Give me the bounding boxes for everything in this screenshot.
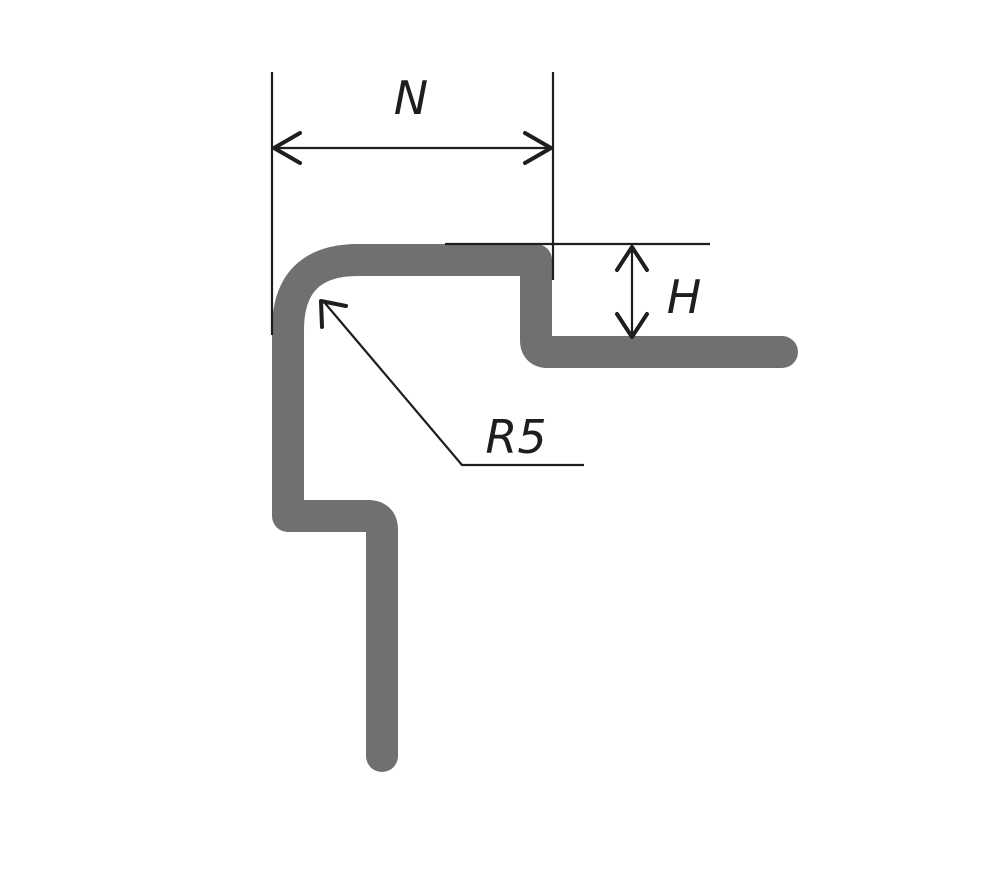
h-arrow-bottom-icon xyxy=(615,312,649,339)
radius-label: R5 xyxy=(485,410,546,464)
h-arrow-top-icon xyxy=(615,245,649,272)
radius-arrow-icon xyxy=(319,299,348,329)
n-arrow-right-icon xyxy=(523,131,553,165)
radius-leader-line xyxy=(323,301,584,467)
n-arrow-left-icon xyxy=(272,131,302,165)
metal-profile-shape xyxy=(272,244,798,772)
n-dimension-label: N xyxy=(394,71,428,125)
h-dimension-label: H xyxy=(667,270,702,324)
